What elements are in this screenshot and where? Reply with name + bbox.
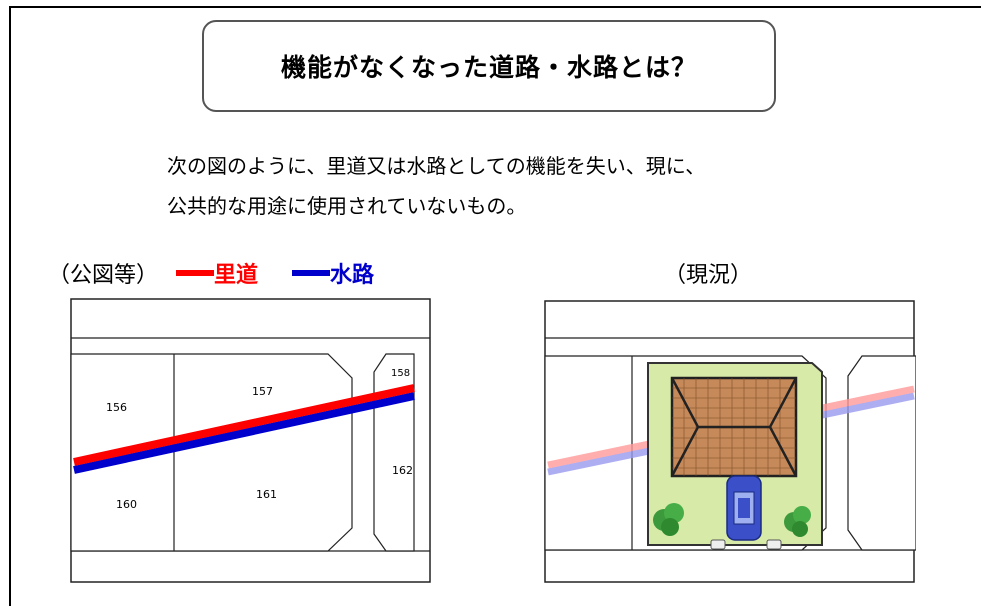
road-line [73,384,415,466]
house-roof-icon [670,376,798,478]
left-diagram-label: （公図等） [48,263,159,288]
slide-frame [9,6,981,606]
car-icon [726,475,762,541]
road-legend-label: 里道 [214,263,259,288]
parcel-161: 161 [256,488,277,501]
parcel-157: 157 [252,385,273,398]
water-line [73,392,415,474]
page-title: 機能がなくなった道路・水路とは？ [280,53,697,82]
water-legend-swatch [292,270,331,276]
parcel-156: 156 [106,401,127,414]
block-main [70,353,353,552]
parcel-158: 158 [391,368,410,379]
parcel-160: 160 [116,498,137,511]
bush-icon-left [653,503,684,536]
block-right [373,353,415,552]
bush-icon-right [784,506,811,537]
description: 次の図のように、里道又は水路としての機能を失い、現に、 公共的な用途に使用されて… [167,146,887,226]
road-legend-swatch [176,270,215,276]
current-state-diagram [544,300,916,583]
title-box: 機能がなくなった道路・水路とは？ [202,20,776,112]
gate-post-left [710,539,726,550]
cadastral-map-diagram: 156 157 158 160 161 162 [70,298,431,583]
description-line-1: 次の図のように、里道又は水路としての機能を失い、現に、 [167,154,706,178]
gate-post-right [766,539,782,550]
left-diagram-legend: （公図等） 里道 水路 [48,255,374,291]
right-diagram-label: （現況） [664,263,753,288]
block-right-outline [847,355,916,551]
water-legend-label: 水路 [330,263,375,288]
right-diagram-label-wrap: （現況） [664,255,752,291]
parcel-162: 162 [392,464,413,477]
description-line-2: 公共的な用途に使用されていないもの。 [167,194,527,218]
